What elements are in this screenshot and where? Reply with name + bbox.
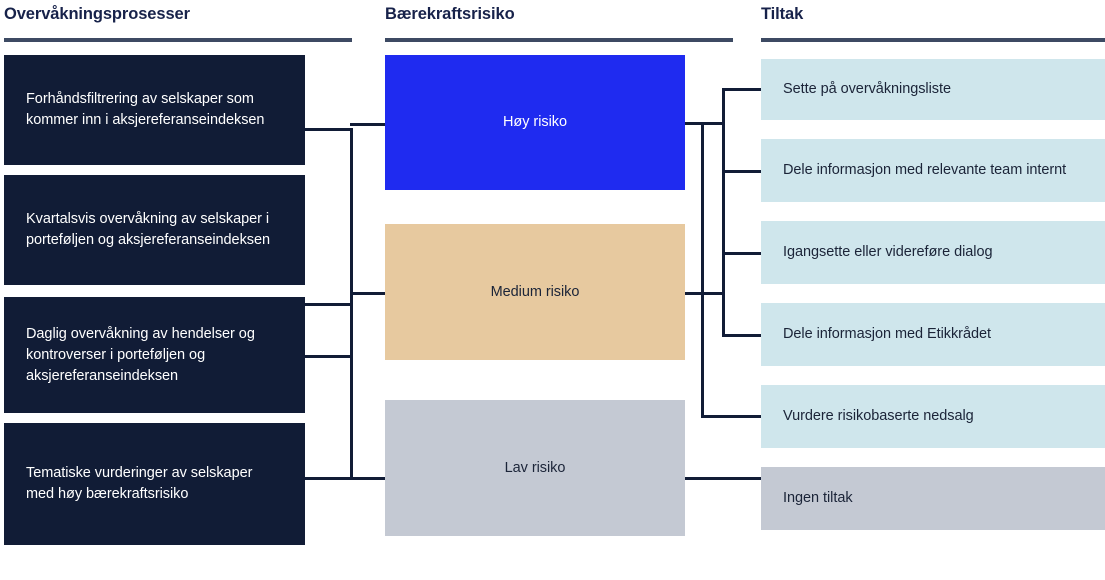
connector-left-bus	[350, 128, 353, 480]
connector-daily-stub	[304, 355, 352, 358]
process-box-daily[interactable]: Daglig overvåkning av hendelser og kontr…	[4, 297, 305, 413]
column-header-monitoring: Overvåkningsprosesser	[4, 5, 190, 23]
action-box-watchlist[interactable]: Sette på overvåkningsliste	[761, 59, 1105, 120]
action-label-dialog: Igangsette eller videreføre dialog	[783, 244, 993, 260]
process-box-quarterly[interactable]: Kvartalsvis overvåkning av selskaper i p…	[4, 175, 305, 285]
connector-to-share-internal	[722, 170, 762, 173]
action-box-share-internal[interactable]: Dele informasjon med relevante team inte…	[761, 139, 1105, 202]
connector-to-watchlist	[722, 88, 762, 91]
process-label-thematic: Tematiske vurderinger av selskaper med h…	[26, 465, 253, 502]
column-header-actions: Tiltak	[761, 5, 804, 23]
risk-box-low[interactable]: Lav risiko	[385, 400, 685, 536]
risk-label-high: Høy risiko	[503, 114, 567, 130]
connector-to-high-risk	[350, 123, 386, 126]
action-label-divestment: Vurdere risikobaserte nedsalg	[783, 408, 974, 424]
connector-to-medium-risk	[350, 292, 386, 295]
risk-label-medium: Medium risiko	[490, 283, 580, 300]
column-rule-actions	[761, 38, 1105, 42]
connector-to-low-risk	[350, 477, 386, 480]
connector-low-risk-to-no-action	[684, 477, 762, 480]
connector-medium-risk-stub	[684, 292, 724, 295]
action-box-dialog[interactable]: Igangsette eller videreføre dialog	[761, 221, 1105, 284]
action-label-share-internal: Dele informasjon med relevante team inte…	[783, 162, 1067, 178]
connector-to-dialog	[722, 252, 762, 255]
action-label-share-ethics: Dele informasjon med Etikkrådet	[783, 326, 991, 342]
connector-thematic-stub	[304, 477, 352, 480]
process-box-pre-screening[interactable]: Forhåndsfiltrering av selskaper som komm…	[4, 55, 305, 165]
risk-label-low: Lav risiko	[504, 459, 566, 476]
connector-to-share-ethics	[722, 334, 762, 337]
connector-high-risk-riser	[701, 122, 704, 417]
connector-pre-screening-stub	[304, 128, 352, 131]
action-label-watchlist: Sette på overvåkningsliste	[783, 81, 951, 97]
risk-box-medium[interactable]: Medium risiko	[385, 224, 685, 360]
process-label-quarterly: Kvartalsvis overvåkning av selskaper i p…	[26, 211, 270, 248]
action-box-no-action[interactable]: Ingen tiltak	[761, 467, 1105, 530]
risk-box-high[interactable]: Høy risiko	[385, 55, 685, 190]
process-label-daily: Daglig overvåkning av hendelser og kontr…	[26, 325, 255, 384]
action-box-divestment[interactable]: Vurdere risikobaserte nedsalg	[761, 385, 1105, 448]
process-label-pre-screening: Forhåndsfiltrering av selskaper som komm…	[26, 91, 265, 128]
column-rule-monitoring	[4, 38, 352, 42]
connector-high-risk-stub	[684, 122, 724, 125]
column-rule-risk	[385, 38, 733, 42]
process-box-thematic[interactable]: Tematiske vurderinger av selskaper med h…	[4, 423, 305, 545]
connector-high-risk-to-divestment	[701, 415, 762, 418]
connector-medium-risk-riser	[722, 88, 725, 336]
action-box-share-ethics[interactable]: Dele informasjon med Etikkrådet	[761, 303, 1105, 366]
connector-quarterly-stub	[304, 303, 352, 306]
action-label-no-action: Ingen tiltak	[783, 490, 853, 506]
column-header-risk: Bærekraftsrisiko	[385, 5, 515, 23]
